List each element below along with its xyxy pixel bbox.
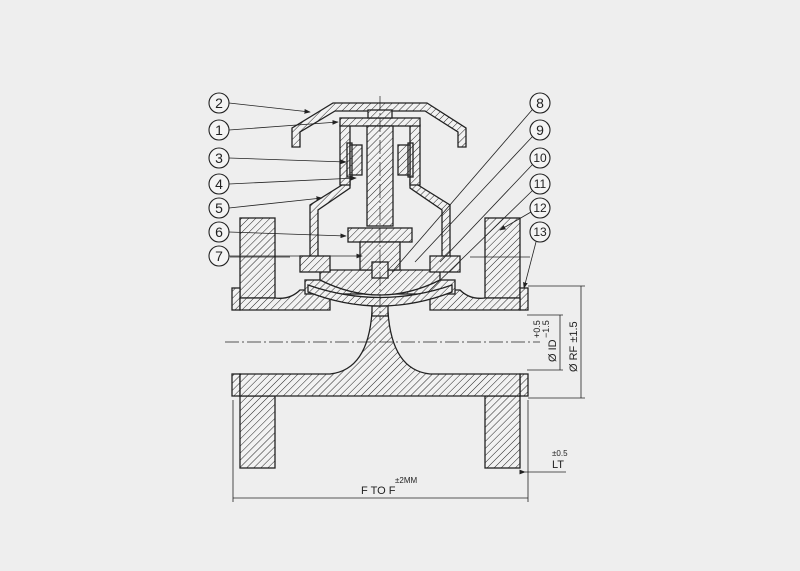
callout-9: 9 bbox=[414, 119, 551, 263]
callout-8: 8 bbox=[391, 92, 551, 273]
svg-text:9: 9 bbox=[536, 122, 544, 138]
svg-text:5: 5 bbox=[215, 200, 223, 216]
id-tol-plus: +0.5 bbox=[532, 320, 542, 338]
callout-2: 2 bbox=[208, 92, 311, 114]
svg-text:2: 2 bbox=[215, 95, 223, 111]
svg-text:13: 13 bbox=[533, 225, 547, 239]
callout-10: 10 bbox=[439, 147, 551, 263]
valve-body bbox=[231, 217, 529, 469]
diaphragm bbox=[307, 284, 453, 307]
callouts-right: 8 9 10 11 12 13 bbox=[391, 92, 551, 293]
callout-4: 4 bbox=[208, 173, 357, 195]
callout-3: 3 bbox=[208, 147, 347, 169]
id-label: Ø ID bbox=[547, 339, 559, 362]
f-to-f-tolerance: ±2MM bbox=[395, 476, 418, 485]
callout-12: 12 bbox=[499, 197, 551, 231]
callout-5: 5 bbox=[208, 196, 323, 219]
callout-13: 13 bbox=[523, 221, 551, 289]
lt-label: LT bbox=[552, 459, 564, 471]
callout-1: 1 bbox=[208, 119, 339, 141]
svg-text:3: 3 bbox=[215, 150, 223, 166]
svg-text:11: 11 bbox=[534, 177, 547, 191]
svg-text:6: 6 bbox=[215, 224, 223, 240]
lt-tolerance: ±0.5 bbox=[552, 449, 568, 458]
callout-7: 7 bbox=[208, 245, 363, 267]
callouts-left: 2 1 3 4 5 6 7 bbox=[208, 92, 363, 267]
svg-text:7: 7 bbox=[215, 248, 223, 264]
svg-text:1: 1 bbox=[215, 122, 223, 138]
callout-11: 11 bbox=[427, 173, 551, 293]
dimensions: F TO F ±2MM Ø RF ±1.5 Ø ID +0.5 −1.5 LT … bbox=[232, 285, 585, 502]
f-to-f-label: F TO F bbox=[361, 485, 396, 497]
svg-text:12: 12 bbox=[533, 201, 547, 215]
handwheel bbox=[291, 102, 467, 148]
svg-text:8: 8 bbox=[536, 95, 544, 111]
svg-text:4: 4 bbox=[215, 176, 223, 192]
svg-text:10: 10 bbox=[533, 151, 547, 165]
rf-label: Ø RF ±1.5 bbox=[568, 321, 580, 372]
id-tol-minus: −1.5 bbox=[541, 320, 551, 338]
callout-6: 6 bbox=[208, 221, 347, 243]
